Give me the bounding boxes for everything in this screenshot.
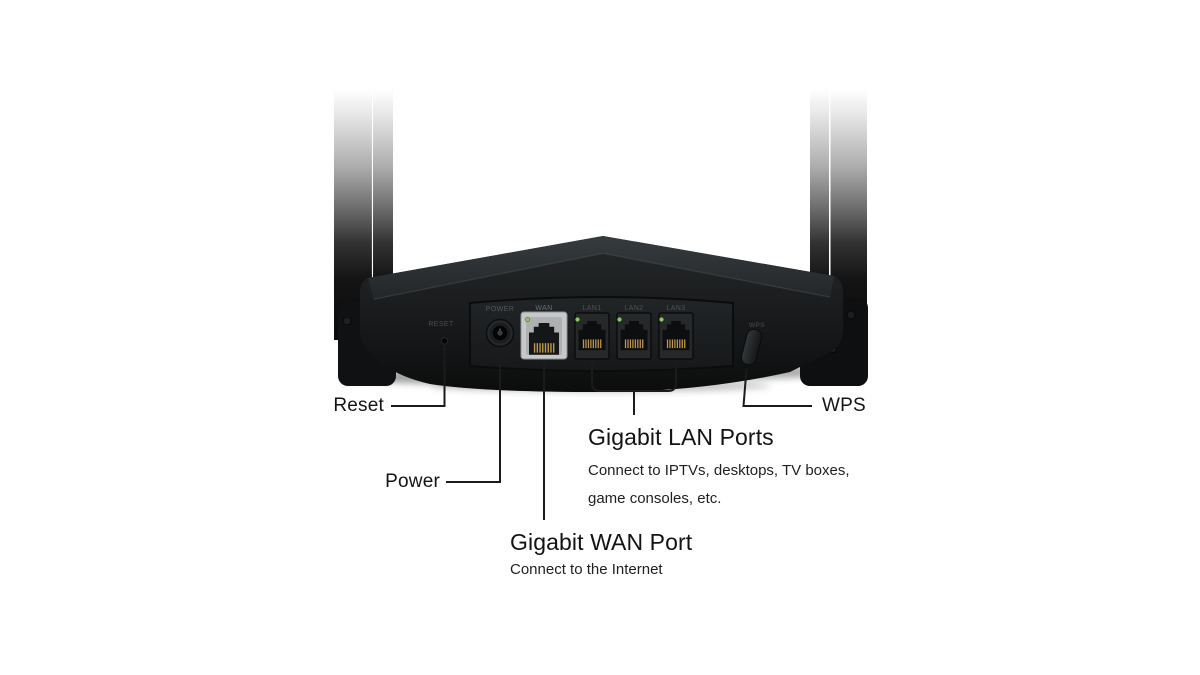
power-callout-label: Power — [385, 471, 440, 492]
lan-callout-description-line1: Connect to IPTVs, desktops, TV boxes, — [588, 462, 850, 479]
wan-callout: Gigabit WAN Port Connect to the Internet — [510, 529, 692, 580]
lan-callout: Gigabit LAN Ports Connect to IPTVs, desk… — [588, 424, 850, 513]
lan-callout-description-line2: game consoles, etc. — [588, 490, 722, 507]
lan2-led — [617, 317, 622, 322]
lan2-panel-label: LAN2 — [624, 305, 643, 312]
router-top-surface — [368, 236, 834, 300]
reset-leader-line — [391, 346, 446, 407]
wps-panel-label: WPS — [749, 322, 765, 329]
lan2-port: LAN2 — [616, 305, 652, 360]
wps-button: WPS — [740, 322, 765, 366]
reset-callout-label: Reset — [333, 395, 384, 416]
wan-port: WAN — [520, 305, 568, 360]
lan1-port: LAN1 — [574, 305, 610, 360]
lan1-led — [575, 317, 580, 322]
power-jack: POWER — [485, 306, 515, 348]
reset-panel-label: RESET — [428, 321, 454, 328]
lan3-panel-label: LAN3 — [666, 305, 685, 312]
wan-callout-description: Connect to the Internet — [510, 561, 663, 578]
lan3-port: LAN3 — [658, 305, 694, 360]
wps-leader-line — [742, 368, 812, 407]
ridge-highlight — [373, 252, 831, 300]
lan-callout-description: Connect to IPTVs, desktops, TV boxes, ga… — [588, 457, 850, 513]
lan3-led — [659, 317, 664, 322]
wps-callout-label: WPS — [822, 395, 866, 416]
reset-pinhole: RESET — [428, 321, 454, 345]
power-panel-label: POWER — [486, 306, 514, 313]
wan-callout-title: Gigabit WAN Port — [510, 529, 693, 555]
wan-led — [524, 316, 531, 323]
callout-lines — [391, 346, 812, 520]
power-leader-line — [446, 350, 501, 483]
lan-callout-title: Gigabit LAN Ports — [588, 424, 774, 450]
lan1-panel-label: LAN1 — [582, 305, 601, 312]
wan-panel-label: WAN — [535, 305, 552, 312]
